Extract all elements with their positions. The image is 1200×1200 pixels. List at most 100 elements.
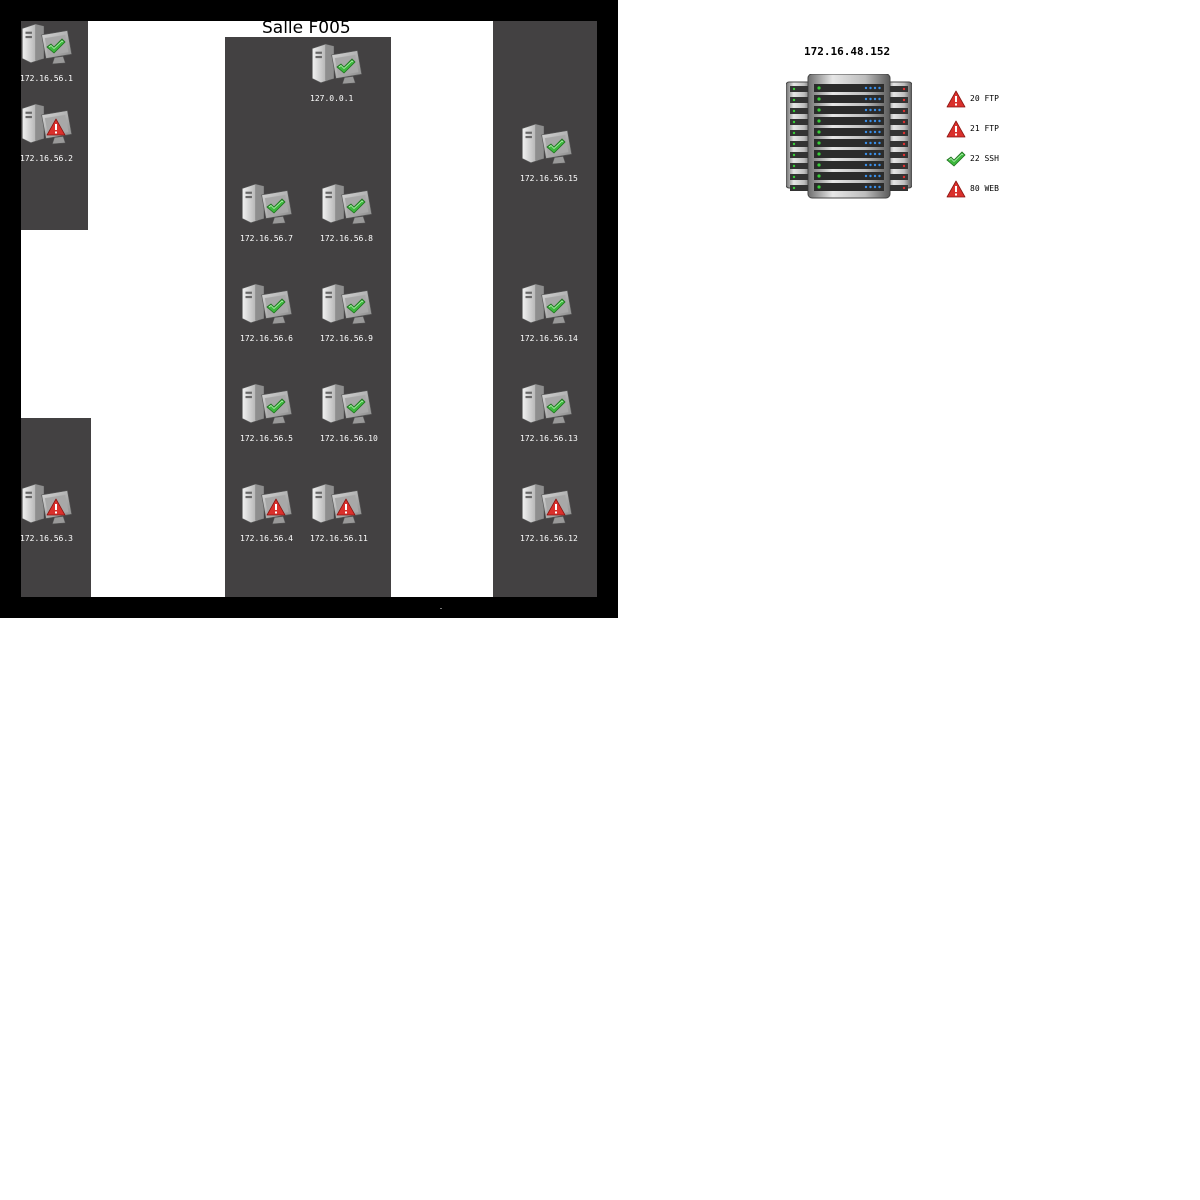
rack-unit bbox=[814, 84, 884, 92]
workstation-ip: 172.16.56.15 bbox=[520, 174, 578, 183]
workstation[interactable]: 172.16.56.14 bbox=[520, 282, 600, 344]
service-port[interactable]: 80 WEB bbox=[946, 180, 1026, 198]
workstation[interactable]: 172.16.56.4 bbox=[240, 482, 320, 544]
rack-led bbox=[869, 174, 872, 178]
rack-side-unit bbox=[790, 141, 808, 147]
rack-led bbox=[869, 141, 872, 145]
workstation[interactable]: 172.16.56.7 bbox=[240, 182, 320, 244]
workstation[interactable]: 172.16.56.12 bbox=[520, 482, 600, 544]
rack-led bbox=[792, 164, 796, 168]
rack-led bbox=[902, 153, 906, 157]
check-icon bbox=[546, 298, 566, 314]
workstation[interactable]: 172.16.56.10 bbox=[320, 382, 400, 444]
rack-led bbox=[792, 120, 796, 124]
rack-led bbox=[864, 119, 868, 123]
workstation[interactable]: 172.16.56.8 bbox=[320, 182, 400, 244]
rack-led bbox=[873, 108, 877, 112]
rack-unit bbox=[814, 150, 884, 158]
rack-led bbox=[817, 141, 821, 145]
rack-led bbox=[792, 131, 796, 135]
check-icon bbox=[346, 298, 366, 314]
rack-side-unit bbox=[790, 163, 808, 169]
workstation[interactable]: 172.16.56.1 bbox=[20, 22, 100, 84]
workstation[interactable]: 172.16.56.3 bbox=[20, 482, 100, 544]
workstation-ip: 172.16.56.2 bbox=[20, 154, 73, 163]
rack-side-unit bbox=[890, 163, 908, 169]
rack-led bbox=[869, 152, 872, 156]
workstation[interactable]: 172.16.56.2 bbox=[20, 102, 100, 164]
rack-led bbox=[869, 97, 872, 101]
workstation[interactable]: 172.16.56.6 bbox=[240, 282, 320, 344]
rack-led bbox=[864, 108, 868, 112]
rack-led bbox=[864, 97, 868, 101]
port-label: 80 WEB bbox=[970, 184, 999, 193]
rack-unit bbox=[814, 172, 884, 180]
check-icon bbox=[346, 398, 366, 414]
rack-led bbox=[873, 185, 877, 189]
rack-led bbox=[864, 86, 868, 90]
rack-led bbox=[873, 97, 877, 101]
rack-unit bbox=[814, 106, 884, 114]
rack-led bbox=[878, 108, 881, 112]
rack-led bbox=[864, 185, 868, 189]
workstation-ip: 172.16.56.1 bbox=[20, 74, 73, 83]
warning-icon bbox=[946, 180, 966, 198]
check-icon bbox=[546, 398, 566, 414]
check-icon bbox=[546, 138, 566, 154]
workstation-ip: 172.16.56.9 bbox=[320, 334, 373, 343]
rack-led bbox=[864, 141, 868, 145]
rack-led bbox=[792, 87, 796, 91]
rack-led bbox=[878, 185, 881, 189]
server-rack-icon[interactable] bbox=[785, 73, 913, 204]
rack-side-unit bbox=[890, 108, 908, 114]
workstation[interactable]: 172.16.56.15 bbox=[520, 122, 600, 184]
workstation-ip: 172.16.56.12 bbox=[520, 534, 578, 543]
rack-side-unit bbox=[890, 152, 908, 158]
warning-icon bbox=[946, 120, 966, 138]
workstation[interactable]: 172.16.56.9 bbox=[320, 282, 400, 344]
rack-unit bbox=[814, 183, 884, 191]
rack-led bbox=[873, 141, 877, 145]
workstation[interactable]: 172.16.56.5 bbox=[240, 382, 320, 444]
warning-icon bbox=[336, 498, 356, 516]
room-title: Salle F005 bbox=[262, 18, 351, 38]
check-icon bbox=[946, 150, 966, 168]
port-label: 21 FTP bbox=[970, 124, 999, 133]
rack-led bbox=[902, 164, 906, 168]
workstation-ip: 172.16.56.4 bbox=[240, 534, 293, 543]
room-marker bbox=[440, 608, 442, 609]
rack-led bbox=[817, 185, 821, 189]
rack-led bbox=[902, 142, 906, 146]
rack-led bbox=[902, 87, 906, 91]
rack-side-unit bbox=[790, 130, 808, 136]
rack-led bbox=[878, 130, 881, 134]
rack-side-unit bbox=[890, 130, 908, 136]
rack-led bbox=[873, 130, 877, 134]
port-label: 20 FTP bbox=[970, 94, 999, 103]
rack-led bbox=[902, 175, 906, 179]
workstation[interactable]: 172.16.56.13 bbox=[520, 382, 600, 444]
rack-unit bbox=[814, 161, 884, 169]
rack-led bbox=[792, 153, 796, 157]
rack-led bbox=[817, 97, 821, 101]
service-port[interactable]: 21 FTP bbox=[946, 120, 1026, 138]
rack-unit bbox=[814, 128, 884, 136]
check-icon bbox=[336, 58, 356, 74]
check-icon bbox=[266, 198, 286, 214]
workstation[interactable]: 172.16.56.11 bbox=[310, 482, 390, 544]
rack-led bbox=[873, 163, 877, 167]
service-port[interactable]: 22 SSH bbox=[946, 150, 1026, 168]
rack-led bbox=[864, 130, 868, 134]
rack-led bbox=[792, 142, 796, 146]
rack-led bbox=[869, 119, 872, 123]
rack-led bbox=[902, 186, 906, 190]
rack-side-unit bbox=[790, 108, 808, 114]
workstation[interactable]: 127.0.0.1 bbox=[310, 42, 390, 104]
rack-led bbox=[792, 186, 796, 190]
rack-led bbox=[869, 163, 872, 167]
service-port[interactable]: 20 FTP bbox=[946, 90, 1026, 108]
rack-side-unit bbox=[890, 185, 908, 191]
workstation-ip: 127.0.0.1 bbox=[310, 94, 354, 103]
rack-side-unit bbox=[790, 97, 808, 103]
rack-led bbox=[817, 108, 821, 112]
